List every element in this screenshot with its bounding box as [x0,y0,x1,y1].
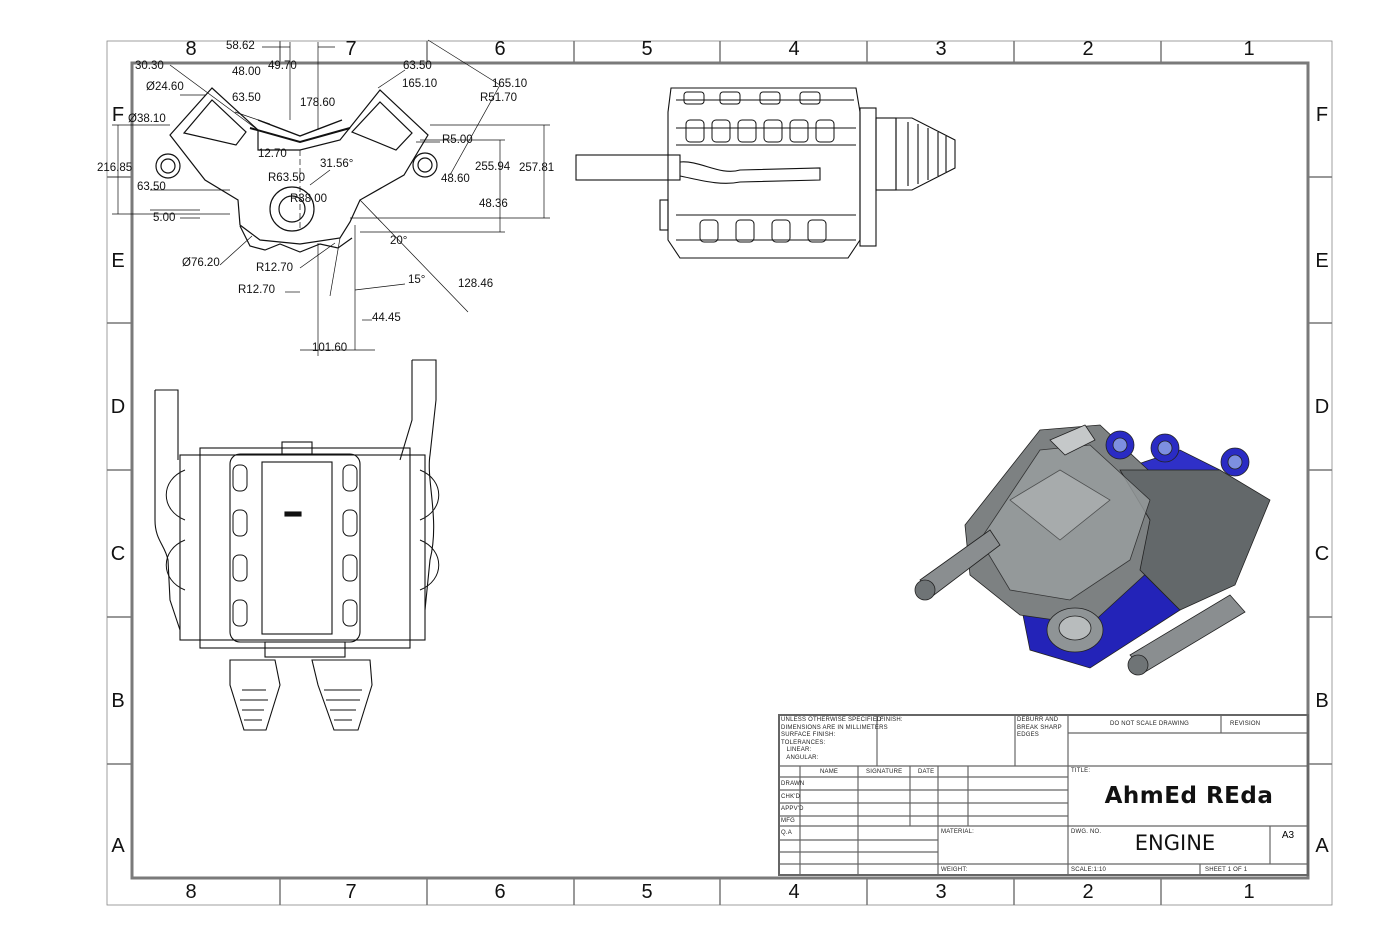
zone-col-bottom-1: 1 [1243,881,1255,903]
isometric-render [914,424,1271,676]
approved-row-label: APPV'D [781,806,804,812]
zone-col-bottom-3: 3 [935,881,947,903]
dimension-label: R12.70 [238,284,276,296]
zone-row-right-F: F [1315,104,1329,126]
dimension-label: 20° [390,235,408,247]
zone-row-left-C: C [110,543,126,565]
drawn-row-label: DRAWN [781,781,805,787]
dimension-label: 165.10 [402,78,438,90]
zone-row-right-D: D [1314,396,1330,418]
dimension-label: 44.45 [372,312,401,324]
dimension-label: 48.36 [479,198,508,210]
dimension-label: R63.50 [268,172,306,184]
title-label: TITLE: [1071,768,1091,774]
zone-col-top-1: 1 [1243,38,1255,60]
zone-col-top-4: 4 [788,38,800,60]
zone-col-top-5: 5 [641,38,653,60]
dimension-label: Ø38.10 [128,113,166,125]
dimension-label: 15° [408,274,426,286]
dimension-label: Ø24.60 [146,81,184,93]
dimension-label: 101.60 [312,342,348,354]
finish-label: FINISH: [880,717,903,723]
zone-row-left-D: D [110,396,126,418]
zone-row-right-B: B [1315,690,1329,712]
dimension-label: 48.00 [232,66,261,78]
dimension-label: 31.56° [320,158,354,170]
front-view-dimension-lines [112,39,550,356]
dimension-label: 63.50 [232,92,261,104]
signature-column-label: SIGNATURE [866,769,903,775]
dimension-label: 255.94 [475,161,511,173]
zone-row-left-A: A [111,835,125,857]
checked-row-label: CHK'D [781,794,801,800]
sheet-label: SHEET 1 OF 1 [1205,867,1248,873]
dimension-label: 178.60 [300,97,336,109]
mfg-row-label: MFG [781,818,795,824]
zone-col-bottom-6: 6 [494,881,506,903]
dwg-no-label: DWG. NO. [1071,829,1102,835]
do-not-scale-label: DO NOT SCALE DRAWING [1110,721,1190,727]
qa-row-label: Q.A [781,830,792,836]
author-name: AhmEd REda [1104,783,1274,809]
zone-col-bottom-7: 7 [345,881,357,903]
zone-row-right-E: E [1315,250,1329,272]
deburr-label: DEBURR AND BREAK SHARP EDGES [1017,717,1062,738]
date-column-label: DATE [918,769,935,775]
zone-row-right-C: C [1314,543,1330,565]
dimension-label: 5.00 [153,212,176,224]
zone-col-top-7: 7 [345,38,357,60]
dimension-label: 12.70 [258,148,287,160]
dimension-label: 165.10 [492,78,528,90]
title-block [778,714,1309,876]
material-label: MATERIAL: [941,829,975,835]
dimension-label: 58.62 [226,40,255,52]
dimension-label: 63.50 [137,181,166,193]
dimension-label: R5.00 [442,134,473,146]
zone-col-bottom-8: 8 [185,881,197,903]
dimension-label: 49.70 [268,60,297,72]
dimension-label: 128.46 [458,278,494,290]
zone-row-right-A: A [1315,835,1329,857]
revision-label: REVISION [1230,721,1261,727]
dimension-label: R12.70 [256,262,294,274]
sheet-size: A3 [1281,830,1295,841]
zone-ticks [107,41,1332,905]
side-view [154,359,440,731]
dimension-label: R51.70 [480,92,518,104]
zone-col-top-6: 6 [494,38,506,60]
dimension-label: Ø76.20 [182,257,220,269]
drawing-number: ENGINE [1134,831,1216,855]
dimension-label: 30.30 [135,60,164,72]
dimension-label: 216.85 [97,162,133,174]
zone-col-top-8: 8 [185,38,197,60]
zone-col-bottom-5: 5 [641,881,653,903]
front-view [155,87,438,253]
zone-row-left-F: F [111,104,125,126]
dimension-label: 48.60 [441,173,470,185]
dimension-label: 63.50 [403,60,432,72]
name-column-label: NAME [820,769,839,775]
zone-col-top-2: 2 [1082,38,1094,60]
zone-col-top-3: 3 [935,38,947,60]
zone-col-bottom-4: 4 [788,881,800,903]
top-view [575,87,956,259]
zone-col-bottom-2: 2 [1082,881,1094,903]
zone-row-left-E: E [111,250,125,272]
dimension-label: R38.00 [290,193,328,205]
zone-row-left-B: B [111,690,125,712]
weight-label: WEIGHT: [941,867,968,873]
tolerance-notes: UNLESS OTHERWISE SPECIFIED: DIMENSIONS A… [781,717,888,761]
dimension-label: 257.81 [519,162,555,174]
scale-label: SCALE:1:10 [1071,867,1107,873]
